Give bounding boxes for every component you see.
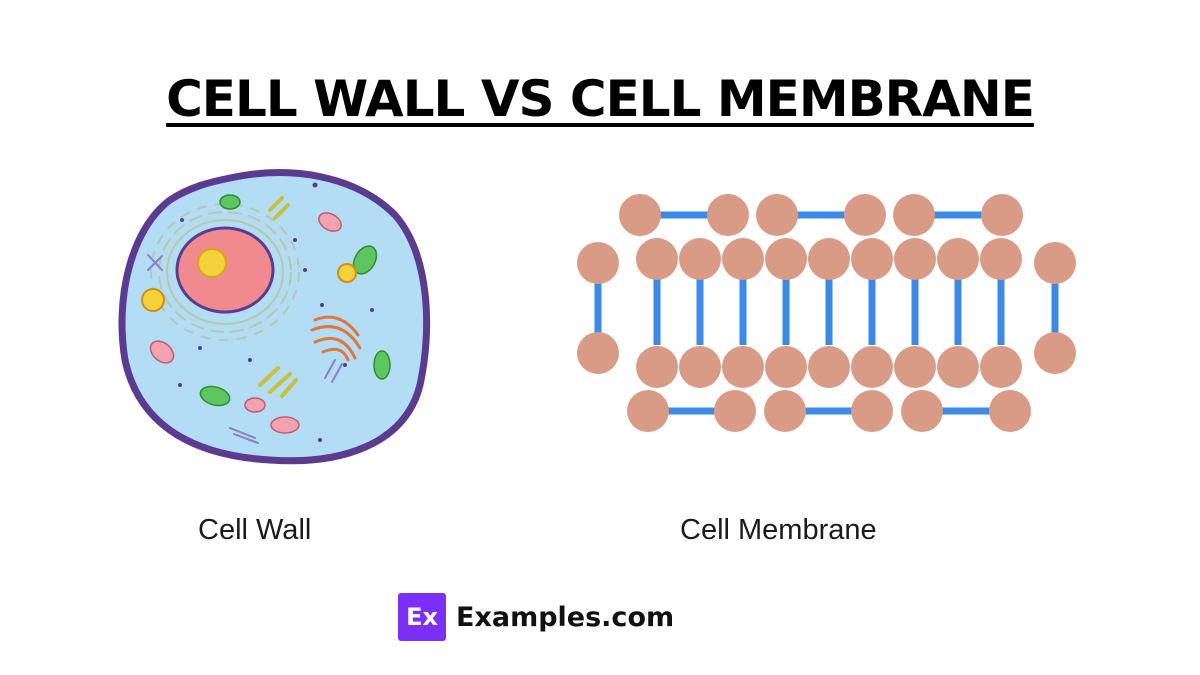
- logo-mark: Ex: [398, 593, 446, 641]
- golgi-apparatus: [310, 315, 362, 362]
- microtubules: [147, 254, 343, 444]
- nucleolus: [197, 248, 227, 278]
- cell-diagram: [118, 169, 431, 465]
- page-title: CELL WALL VS CELL MEMBRANE: [0, 70, 1200, 128]
- brand-logo[interactable]: Ex Examples.com: [398, 593, 674, 641]
- centrosomes: [258, 196, 298, 398]
- cell-wall-caption: Cell Wall: [198, 514, 312, 546]
- ribosomes: [178, 182, 374, 442]
- cell-membrane-caption: Cell Membrane: [680, 514, 877, 546]
- phospholipid-heads: [577, 194, 1076, 432]
- phospholipid-tails: [594, 211, 1059, 415]
- mitochondria: [149, 212, 342, 434]
- lysosomes: [141, 263, 357, 312]
- title-text: CELL WALL VS CELL MEMBRANE: [166, 70, 1035, 128]
- endoplasmic-reticulum: [150, 203, 300, 341]
- logo-text: Examples.com: [456, 601, 675, 633]
- membrane-diagram: [577, 194, 1076, 432]
- vacuoles: [199, 194, 391, 407]
